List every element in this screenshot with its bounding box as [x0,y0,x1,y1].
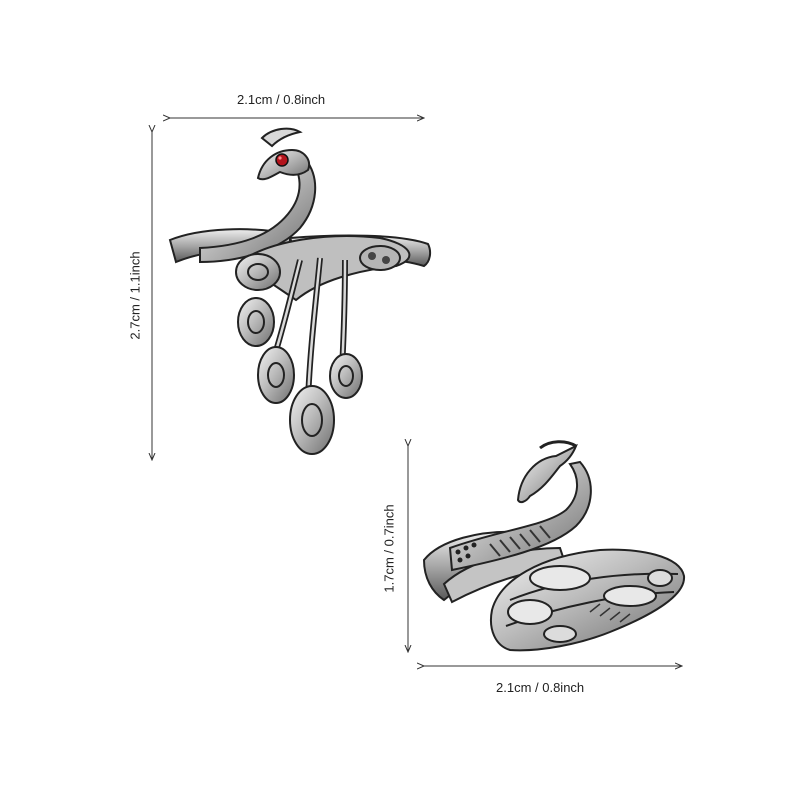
ring1-height-label: 2.7cm / 1.1inch [127,251,143,340]
ring2-width-label: 2.1cm / 0.8inch [496,680,585,695]
ring2-peacock [422,440,686,652]
ring1-peacock [168,127,432,455]
ring2-height-label: 1.7cm / 0.7inch [381,504,397,593]
ring1-width-label: 2.1cm / 0.8inch [237,92,326,107]
